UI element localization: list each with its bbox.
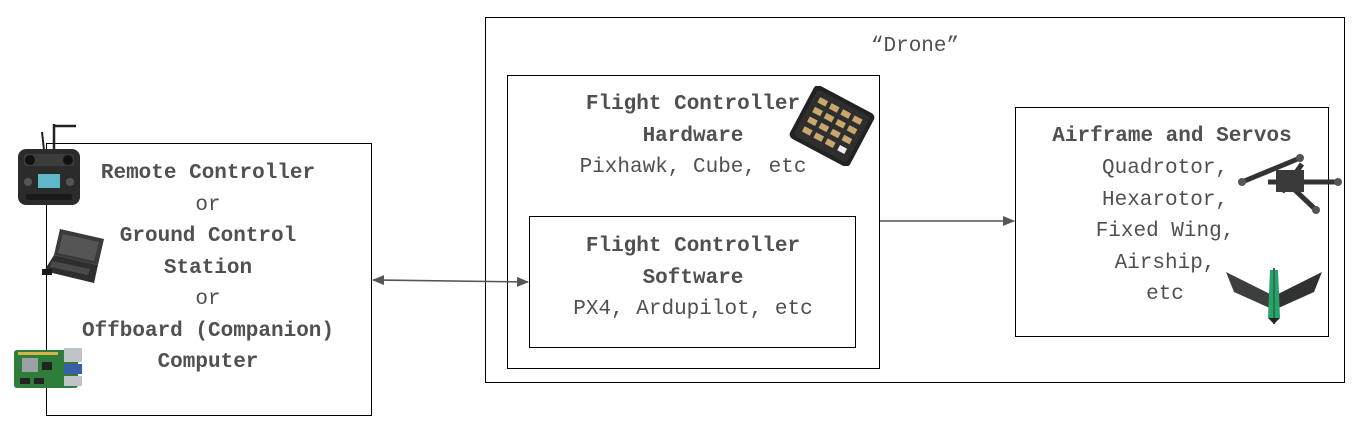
raspberry-pi-board-icon [14,348,82,388]
remote-controller-icon [18,124,80,205]
flying-wing-icon [1226,268,1322,324]
drone-boundary [485,17,1345,383]
airframe-item-hexarotor: Hexarotor, [1101,188,1229,212]
label-offboard-1: Offboard (Companion) [81,319,335,343]
fc-software-examples: PX4, Ardupilot, etc [573,298,813,321]
label-offboard-2: Computer [157,351,259,374]
airframe-item-etc: etc [1146,283,1184,306]
airframe-title: Airframe and Servos [1052,125,1292,148]
fc-hardware-box [507,75,880,369]
airframe-items: Quadrotor, Hexarotor, Fixed Wing, Airshi… [1020,153,1310,311]
fc-hardware-title-2: Hardware [642,124,744,148]
airframe-item-quadrotor: Quadrotor, [1101,157,1229,180]
fc-hardware-examples: Pixhawk, Cube, etc [579,156,807,179]
fc-software-labels: Flight Controller Software PX4, Ardupilo… [543,231,843,326]
fc-hardware-title-1: Flight Controller [585,93,801,116]
drone-title: “Drone” [870,35,960,58]
fc-software-box [529,216,856,348]
bidirectional-link-arrow [372,275,529,287]
ground-side-labels: Remote Controller or Ground Control Stat… [58,158,358,379]
rugged-laptop-icon [42,229,104,283]
airframe-item-fixed-wing: Fixed Wing, [1095,220,1235,243]
quadrotor-frame-icon [1238,154,1342,214]
label-remote-controller: Remote Controller [100,162,316,185]
airframe-item-airship: Airship, [1114,251,1216,275]
fc-software-title-2: Software [642,266,744,290]
label-or-2: or [195,288,221,311]
fc-software-title-1: Flight Controller [585,235,801,258]
label-ground-control-2: Station [163,256,253,280]
pixhawk-controller-icon [789,86,875,166]
airframe-box [1015,107,1329,337]
label-ground-control-1: Ground Control [119,225,297,248]
label-or-1: or [195,193,221,217]
ground-side-box [46,143,372,416]
fc-hardware-labels: Flight Controller Hardware Pixhawk, Cube… [543,89,843,184]
